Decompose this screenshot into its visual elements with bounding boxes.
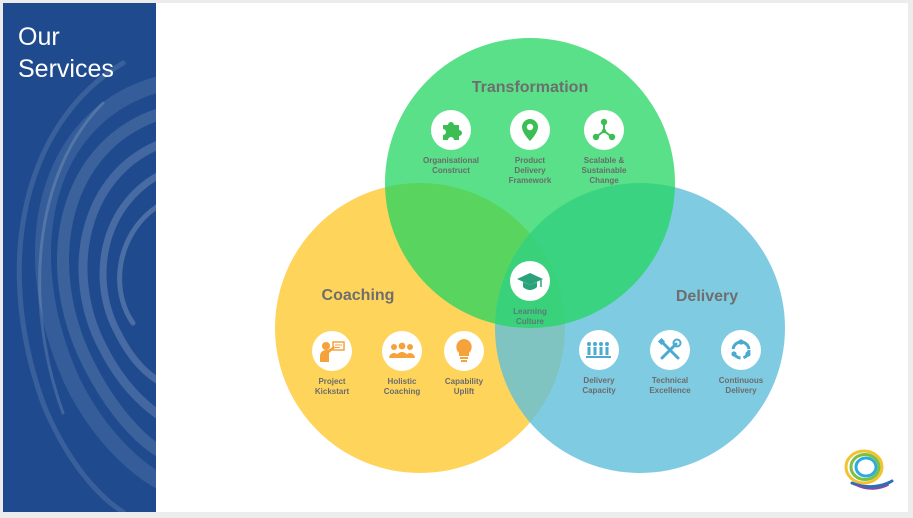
service-project-kickstart: Project Kickstart (292, 331, 372, 397)
label-line: Capacity (582, 386, 616, 395)
label-line: Delivery (514, 166, 546, 175)
label-line: Kickstart (314, 387, 350, 396)
label-line: Culture (516, 317, 544, 326)
tools-icon (650, 330, 690, 370)
label-line: Product (514, 156, 546, 165)
graduation-cap-icon (510, 261, 550, 301)
label-line: Excellence (649, 386, 691, 395)
label-line: Technical (651, 376, 689, 385)
service-technical-excellence: Technical Excellence (630, 330, 710, 396)
network-icon (584, 110, 624, 150)
service-capability-uplift: Capability Uplift (424, 331, 504, 397)
service-organisational-construct: Organisational Construct (411, 110, 491, 176)
label-line: Construct (432, 166, 470, 175)
label-line: Learning (513, 307, 547, 316)
label-line: Capability (444, 377, 484, 386)
slide: Our Services Transformation Coaching Del… (3, 3, 908, 512)
service-learning-culture: Learning Culture (490, 261, 570, 327)
company-logo (838, 443, 894, 498)
lightbulb-icon (444, 331, 484, 371)
label-line: Sustainable (581, 166, 627, 175)
delivery-title: Delivery (675, 288, 739, 305)
sidebar-title-line2: Services (18, 55, 114, 83)
label-line: Holistic (387, 377, 417, 386)
label-line: Delivery (583, 376, 615, 385)
label-line: Change (589, 176, 619, 185)
label-line: Delivery (725, 386, 757, 395)
label-line: Continuous (718, 376, 764, 385)
venn-diagram (275, 38, 785, 473)
label-line: Uplift (453, 387, 475, 396)
transformation-title: Transformation (471, 79, 589, 96)
label-line: Organisational (422, 156, 479, 165)
label-line: Framework (508, 176, 552, 185)
coaching-title: Coaching (321, 287, 395, 304)
cycle-icon (721, 330, 761, 370)
sidebar: Our Services (3, 3, 156, 512)
group-icon (382, 331, 422, 371)
service-product-delivery-framework: Product Delivery Framework (490, 110, 570, 186)
service-holistic-coaching: Holistic Coaching (362, 331, 442, 397)
sidebar-title: Our Services (18, 21, 114, 85)
label-line: Scalable & (583, 156, 625, 165)
service-continuous-delivery: Continuous Delivery (701, 330, 781, 396)
service-delivery-capacity: Delivery Capacity (559, 330, 639, 396)
puzzle-icon (431, 110, 471, 150)
label-line: Project (318, 377, 346, 386)
presenter-icon (312, 331, 352, 371)
label-line: Coaching (383, 387, 421, 396)
swirl-decoration (16, 60, 156, 512)
location-pin-icon (510, 110, 550, 150)
team-icon (579, 330, 619, 370)
sidebar-title-line1: Our (18, 23, 60, 51)
service-scalable-sustainable-change: Scalable & Sustainable Change (564, 110, 644, 186)
